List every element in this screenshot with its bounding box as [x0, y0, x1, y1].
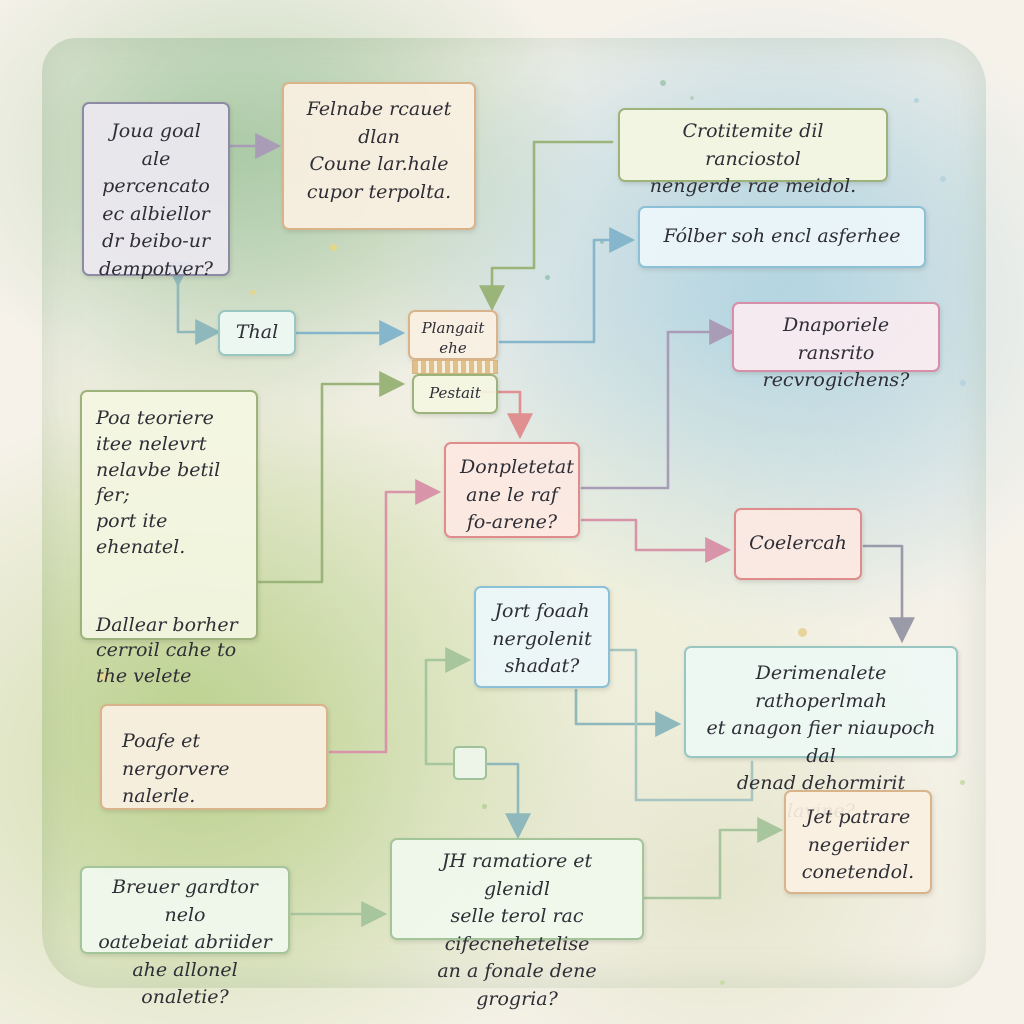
- node-hub-top[interactable]: Plangait ehe ecwht: [408, 310, 498, 378]
- node-large-note-9[interactable]: Poa teoriere itee nelevrt nelavbe betil …: [80, 390, 258, 687]
- arrow-n12-to-n13: [574, 688, 682, 737]
- line-n12-to-n13-lower: [608, 648, 754, 802]
- node-question-10[interactable]: Donpletetat ane le raf fo-arene?: [444, 442, 580, 538]
- arrow-n9-to-n7: [256, 371, 406, 584]
- junction-square[interactable]: [453, 746, 487, 780]
- node-question-15[interactable]: JH ramatiore et glenidl selle terol rac …: [390, 838, 644, 1010]
- node-coelercah[interactable]: Coelercah: [734, 508, 862, 580]
- node-question-13[interactable]: Derimenalete rathoperlmah et anagon fier…: [684, 646, 958, 822]
- node-thal[interactable]: Thal: [218, 310, 296, 356]
- node-hub-bottom[interactable]: Pestait: [412, 374, 498, 414]
- arrow-n10-to-n11: [580, 518, 732, 563]
- node-question-8[interactable]: Dnaporiele ransrito recvrogichens?: [732, 302, 940, 391]
- node-note-16[interactable]: Jet patrare negeriider conetendol.: [784, 790, 932, 894]
- arrow-n6-to-n4: [498, 227, 636, 344]
- node-question-17[interactable]: Breuer gardtor nelo oatebeiat abriider a…: [80, 866, 290, 1008]
- arrow-n3-to-n6: [479, 140, 614, 312]
- arrow-square-to-n15: [486, 762, 531, 840]
- arrow-n14-to-n10: [328, 479, 442, 754]
- node-statement-3[interactable]: Crotitemite dil ranciostol nengerde rae …: [618, 108, 888, 197]
- arrow-square-to-n12: [424, 647, 472, 766]
- arrow-n1-to-n5: [165, 261, 222, 345]
- arrow-n10-to-n8: [580, 319, 736, 490]
- hub-connector-strip: [412, 360, 498, 374]
- arrow-n11-to-n13: [862, 544, 915, 644]
- node-note-2[interactable]: Felnabe rcauet dlan Coune lar.hale cupor…: [282, 82, 476, 230]
- node-question-1[interactable]: Joua goal ale percencato ec albiellor dr…: [82, 102, 230, 280]
- node-statement-4[interactable]: Fólber soh encl asferhee: [638, 206, 926, 268]
- arrow-n15-to-n16: [642, 817, 784, 900]
- node-note-14[interactable]: Poafe et nergorvere nalerle.: [100, 704, 328, 810]
- node-question-12[interactable]: Jort foaah nergolenit shadat?: [474, 586, 610, 688]
